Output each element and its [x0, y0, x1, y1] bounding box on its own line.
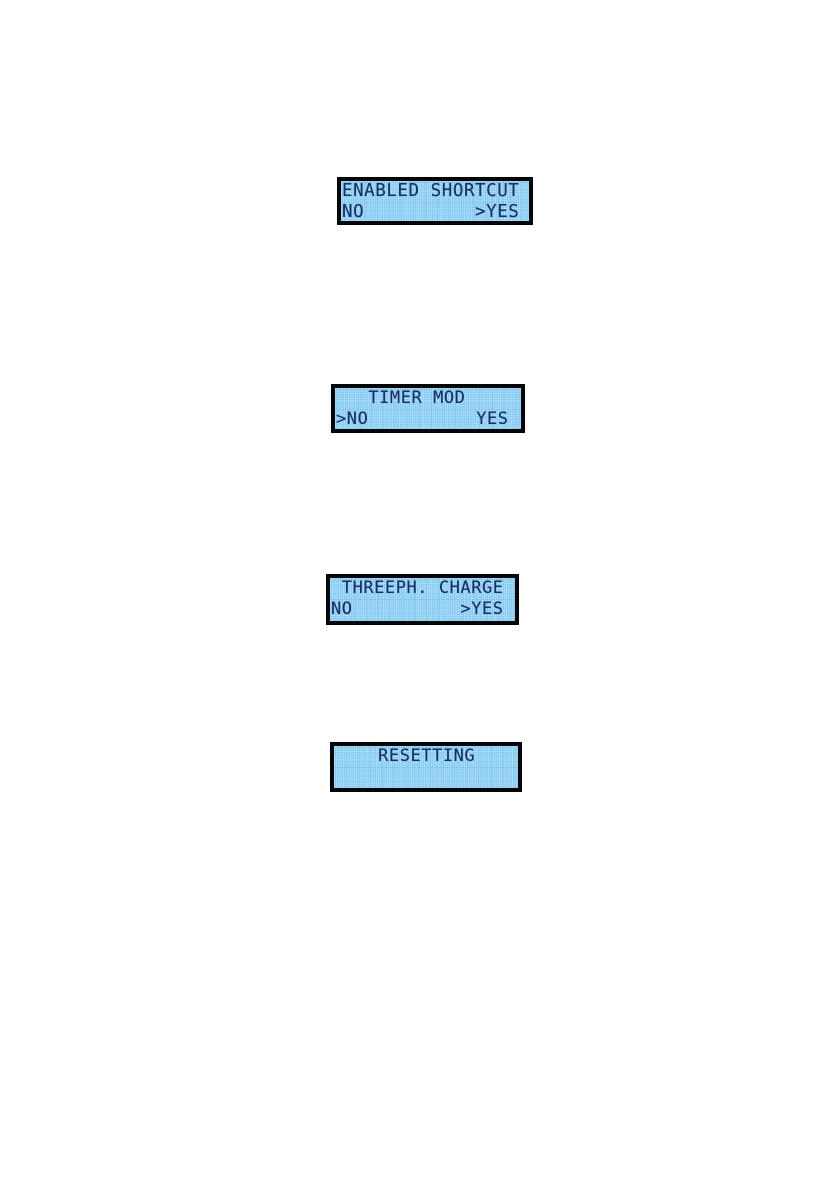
- lcd-line-2[interactable]: NO >YES: [331, 599, 504, 620]
- lcd-screen: RESETTING: [334, 746, 518, 788]
- lcd-text-area: THREEPH. CHARGE NO >YES: [330, 578, 515, 620]
- lcd-text-area: TIMER MOD >NO YES: [335, 388, 521, 429]
- lcd-line-1: TIMER MOD: [336, 388, 509, 408]
- lcd-screen: TIMER MOD >NO YES: [335, 388, 521, 429]
- lcd-line-2[interactable]: >NO YES: [336, 409, 509, 429]
- lcd-text-area: ENABLED SHORTCUT NO >YES: [341, 181, 529, 221]
- lcd-line-1: ENABLED SHORTCUT: [342, 181, 520, 201]
- lcd-display-resetting[interactable]: RESETTING: [330, 742, 522, 792]
- lcd-line-2: [334, 767, 518, 788]
- lcd-display-timer-mod[interactable]: TIMER MOD >NO YES: [331, 384, 525, 433]
- lcd-line-1: RESETTING: [335, 746, 508, 766]
- lcd-display-threeph-charge[interactable]: THREEPH. CHARGE NO >YES: [326, 574, 519, 625]
- lcd-display-enabled-shortcut[interactable]: ENABLED SHORTCUT NO >YES: [337, 177, 533, 225]
- lcd-screen: THREEPH. CHARGE NO >YES: [330, 578, 515, 621]
- lcd-line-1: THREEPH. CHARGE: [331, 578, 504, 598]
- lcd-text-area: RESETTING: [334, 746, 518, 788]
- lcd-screen: ENABLED SHORTCUT NO >YES: [341, 181, 529, 221]
- lcd-line-2[interactable]: NO >YES: [342, 202, 520, 221]
